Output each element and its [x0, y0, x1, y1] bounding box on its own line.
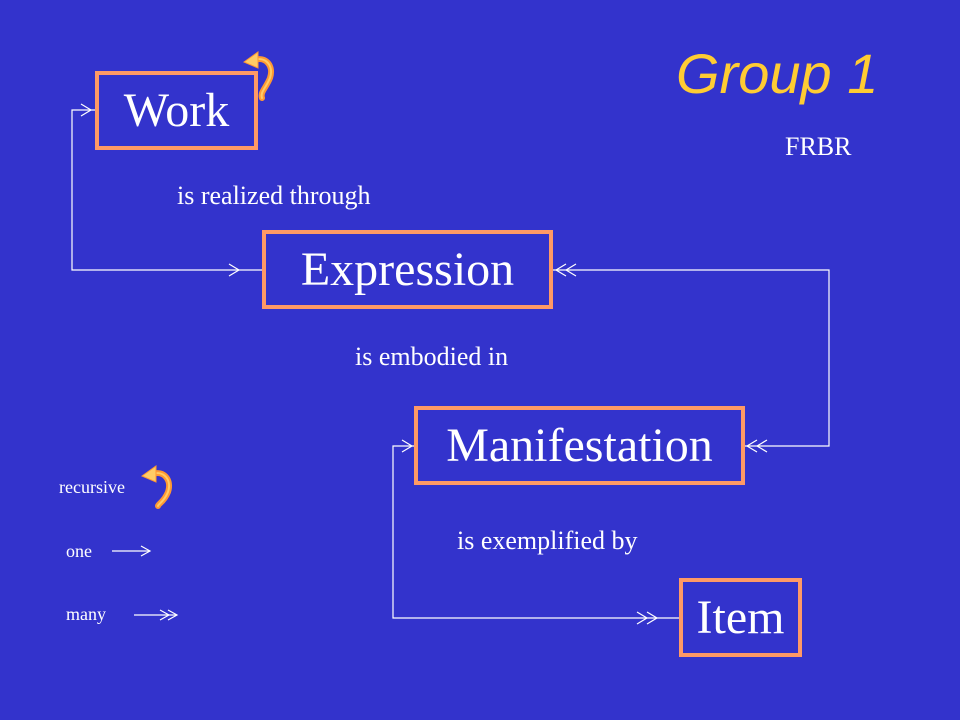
connector-work-expression: [71, 109, 262, 271]
arrowhead-manifestation-end: [401, 439, 414, 453]
entity-expression: Expression: [262, 230, 553, 309]
relationship-expression-manifestation: is embodied in: [355, 342, 509, 371]
entity-manifestation: Manifestation: [414, 406, 745, 485]
arrowhead-work-end: [80, 103, 93, 117]
arrowhead-expression-one: [228, 263, 241, 277]
entity-item-label: Item: [696, 590, 785, 644]
entity-work-label: Work: [123, 83, 230, 137]
arrowhead-manifestation-many-2: [755, 439, 768, 453]
entity-work: Work: [95, 71, 258, 150]
arrowhead-expression-many-2: [564, 263, 577, 277]
page-title: Group 1: [676, 42, 879, 105]
page-subtitle: FRBR: [785, 132, 852, 161]
legend-recursive-arrow-icon: [140, 465, 172, 509]
connector-expression-manifestation: [553, 269, 830, 447]
legend-recursive: recursive: [59, 477, 125, 497]
recursive-arrow-icon: [242, 51, 274, 101]
arrowhead-item-many-1: [636, 611, 649, 625]
legend-many: many: [66, 604, 106, 624]
relationship-manifestation-item: is exemplified by: [457, 526, 638, 555]
legend-many-arrowhead-2: [167, 609, 179, 621]
connector-manifestation-item: [392, 445, 679, 619]
legend-many-arrowhead-1: [159, 609, 171, 621]
entity-manifestation-label: Manifestation: [446, 418, 713, 472]
legend-one-arrowhead: [140, 545, 152, 557]
relationship-work-expression: is realized through: [177, 181, 371, 210]
arrowhead-item-many-2: [646, 611, 659, 625]
legend-one: one: [66, 541, 92, 561]
arrowhead-manifestation-many-1: [745, 439, 758, 453]
entity-expression-label: Expression: [300, 242, 515, 296]
arrowhead-expression-many-1: [554, 263, 567, 277]
entity-item: Item: [679, 578, 802, 657]
